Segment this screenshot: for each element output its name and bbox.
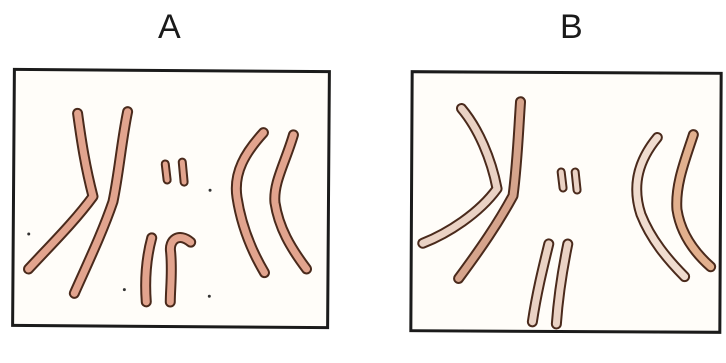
panel-a-frame (11, 68, 331, 329)
chromosome-a4 (170, 237, 191, 302)
chromosome-a6 (274, 135, 307, 269)
chromosome-a-small (165, 162, 184, 182)
panel-a-chromosomes (14, 71, 328, 326)
chromosome-b4 (556, 244, 567, 324)
panel-b-chromosomes (412, 73, 719, 331)
panel-a-label: A (158, 10, 181, 44)
panel-b-frame (409, 70, 722, 334)
chromosome-a1 (29, 113, 94, 269)
chromosome-b6 (676, 135, 711, 267)
panel-b-label: B (560, 10, 583, 44)
chromosome-b3 (532, 244, 548, 322)
chromosome-b-small (561, 172, 577, 190)
chromosome-a5 (236, 132, 266, 272)
chromosome-a3 (146, 238, 152, 302)
chromosome-b1 (423, 108, 498, 243)
